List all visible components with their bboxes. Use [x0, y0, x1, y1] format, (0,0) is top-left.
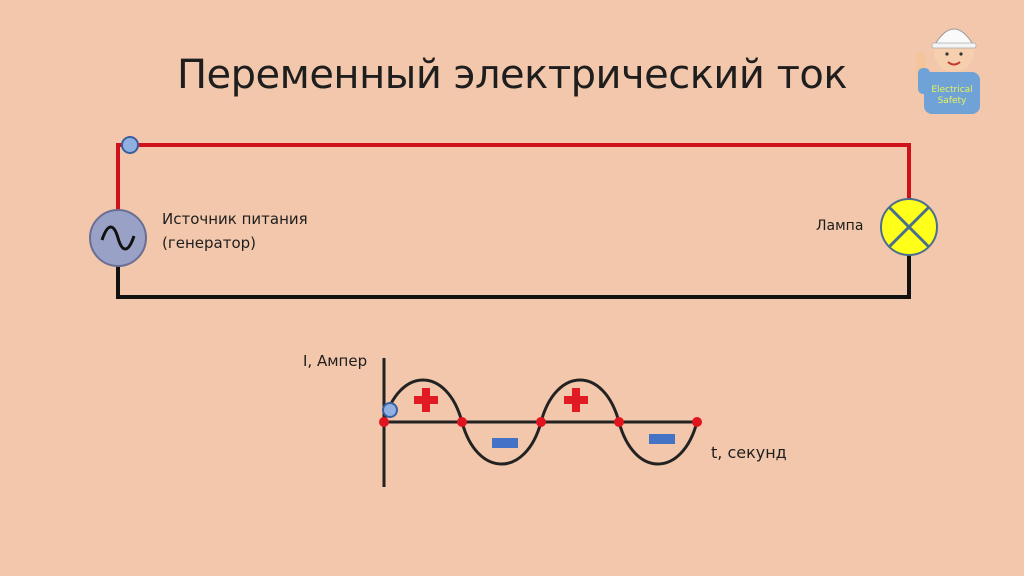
mascot-shirt [924, 72, 980, 114]
source-sublabel: (генератор) [162, 234, 256, 252]
moving-point-icon [382, 402, 398, 418]
svg-text:Safety: Safety [938, 96, 967, 106]
positive-wire [116, 143, 911, 213]
svg-text:Electrical: Electrical [931, 85, 972, 95]
generator-icon [89, 209, 147, 267]
zero-crossing-dot [536, 417, 546, 427]
x-axis-label: t, секунд [711, 443, 787, 462]
page-title: Переменный электрический ток [176, 52, 848, 98]
minus-icon [649, 434, 675, 444]
zero-crossing-dot [692, 417, 702, 427]
lamp-label: Лампа [816, 218, 864, 234]
zero-crossing-dot [614, 417, 624, 427]
plus-icon [414, 388, 438, 412]
zero-crossing-dot [379, 417, 389, 427]
electrical-safety-mascot: Electrical Safety [912, 10, 992, 114]
zero-crossing-dot [457, 417, 467, 427]
minus-icon [492, 438, 518, 448]
plus-icon [564, 388, 588, 412]
lamp-icon [880, 198, 938, 256]
source-label: Источник питания [162, 210, 308, 228]
y-axis-label: I, Ампер [303, 352, 368, 370]
current-time-chart [379, 358, 702, 487]
negative-wire [116, 253, 911, 299]
circuit-node-icon [121, 136, 139, 154]
